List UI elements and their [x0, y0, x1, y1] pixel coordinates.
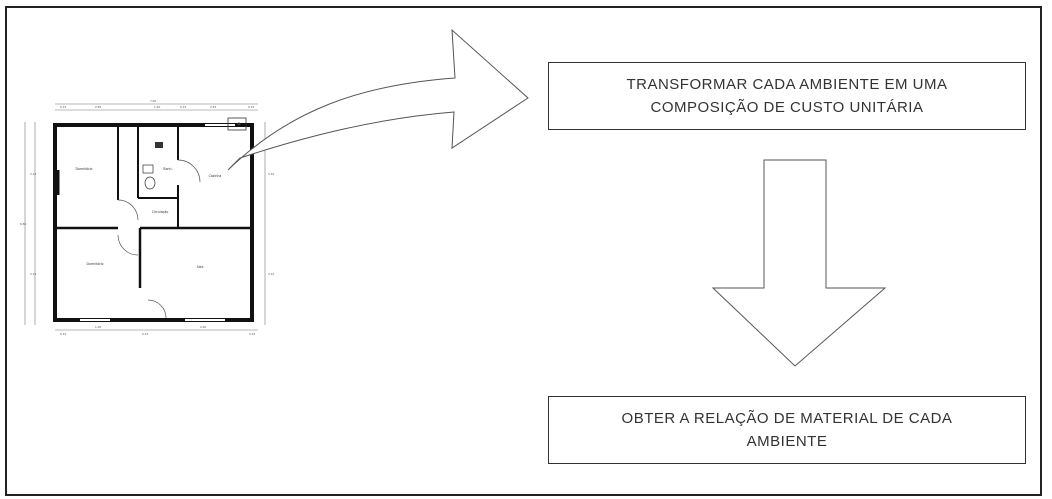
dim-bottom-1: 0.15	[60, 332, 66, 336]
dim-bottom-w2: 2.00	[200, 325, 206, 329]
step-box-material-line2: AMBIENTE	[746, 433, 828, 450]
dim-top-2: 2.85	[95, 105, 101, 109]
room-label-banheiro: Banh.	[163, 167, 172, 171]
dim-bottom-2: 0.15	[142, 332, 148, 336]
room-label-dormitorio-top: Dormitório	[76, 167, 93, 171]
dim-left-1: 3.10	[30, 172, 36, 176]
dim-bottom-3: 0.15	[249, 332, 255, 336]
room-label-dormitorio-bottom: Dormitório	[87, 262, 104, 266]
curved-arrow-icon	[227, 28, 529, 171]
step-box-material-line1: OBTER A RELAÇÃO DE MATERIAL DE CADA	[621, 410, 953, 427]
dim-right-1: 3.10	[268, 172, 274, 176]
outer-walls	[53, 123, 254, 322]
dim-top-4: 0.15	[180, 105, 186, 109]
dim-right-2: 3.10	[268, 272, 274, 276]
room-label-sala: Sala	[197, 265, 204, 269]
dim-top-3: 1.20	[154, 105, 160, 109]
dim-left-2: 3.10	[30, 272, 36, 276]
step-box-composition: TRANSFORMAR CADA AMBIENTE EM UMA COMPOSI…	[548, 62, 1026, 130]
dim-left-total: 6.80	[20, 222, 26, 226]
dim-top-6: 0.15	[248, 105, 254, 109]
step-box-composition-line2: COMPOSIÇÃO DE CUSTO UNITÁRIA	[650, 99, 924, 116]
dim-total-width: 7.00	[150, 99, 156, 103]
room-label-cozinha: Cozinha	[209, 174, 222, 178]
dim-top-1: 0.15	[60, 105, 66, 109]
dim-bottom-w1: 1.00	[95, 325, 101, 329]
step-box-composition-line1: TRANSFORMAR CADA AMBIENTE EM UMA	[626, 76, 948, 93]
floor-plan: 7.00 0.15 2.85 1.20 0.15 2.45 0.15 6.80 …	[20, 99, 274, 336]
dim-top-5: 2.45	[210, 105, 216, 109]
step-box-material-list: OBTER A RELAÇÃO DE MATERIAL DE CADA AMBI…	[548, 396, 1026, 464]
room-label-circulacao: Circulação	[152, 210, 169, 214]
down-arrow-icon	[711, 159, 887, 367]
